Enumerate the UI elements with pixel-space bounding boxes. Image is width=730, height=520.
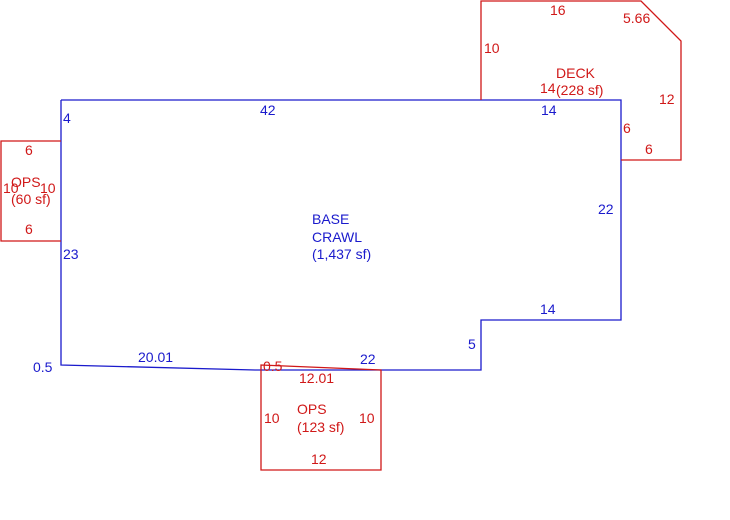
base-dim-step-horizontal: 14 — [540, 301, 556, 317]
deck-outline — [480, 0, 682, 161]
deck-dim-diagonal: 5.66 — [623, 10, 650, 26]
ops-bottom-dim-bottom: 12 — [311, 451, 327, 467]
base-dim-top-right: 14 — [541, 102, 557, 118]
base-title-line1: BASE — [312, 211, 349, 227]
deck-dim-bottom-left: 14 — [540, 80, 556, 96]
ops-left-title: OPS — [11, 174, 41, 190]
ops-bottom-dim-right: 10 — [359, 410, 375, 426]
deck-dim-top: 16 — [550, 2, 566, 18]
deck-dim-notch-horizontal: 6 — [645, 141, 653, 157]
ops-left-dim-top: 6 — [25, 142, 33, 158]
ops-bottom-area: (123 sf) — [297, 419, 344, 435]
deck-title: DECK — [556, 65, 596, 81]
deck-dim-right: 12 — [659, 91, 675, 107]
base-dim-step-vertical: 5 — [468, 336, 476, 352]
base-dim-corner: 0.5 — [33, 359, 53, 375]
ops-bottom-dim-left: 10 — [264, 410, 280, 426]
base-area: (1,437 sf) — [312, 246, 371, 262]
deck-area: (228 sf) — [556, 82, 603, 98]
base-dim-bottom-left: 20.01 — [138, 349, 173, 365]
base-crawl-outline — [60, 99, 622, 371]
deck-dim-left: 10 — [484, 40, 500, 56]
base-dim-left-top: 4 — [63, 110, 71, 126]
base-dim-left: 23 — [63, 246, 79, 262]
ops-bottom-outline — [260, 364, 382, 471]
ops-left-area: (60 sf) — [11, 191, 51, 207]
ops-left-dim-right: 10 — [40, 180, 56, 196]
base-title-line2: CRAWL — [312, 229, 362, 245]
base-dim-top: 42 — [260, 102, 276, 118]
ops-bottom-dim-top: 12.01 — [299, 370, 334, 386]
ops-left-dim-bottom: 6 — [25, 221, 33, 237]
base-dim-bottom-mid-offset: 0.5 — [263, 358, 283, 374]
base-dim-bottom-mid: 22 — [360, 351, 376, 367]
ops-left-outline — [0, 140, 61, 242]
ops-left-dim-left: 10 — [3, 180, 19, 196]
deck-dim-notch-vertical: 6 — [623, 120, 631, 136]
ops-bottom-title: OPS — [297, 401, 327, 417]
base-dim-right: 22 — [598, 201, 614, 217]
